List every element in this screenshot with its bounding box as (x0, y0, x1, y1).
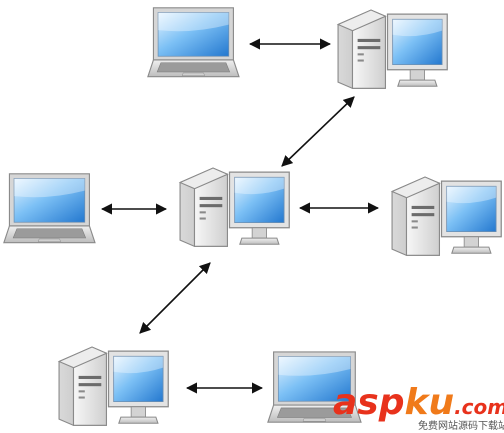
watermark-logo: aspku.com 免费网站源码下载站! (333, 382, 504, 432)
desktop-bottom-left-icon (58, 346, 169, 426)
connection-links (100, 38, 380, 394)
link-desktop-top-right-desktop-center (281, 96, 355, 167)
svg-text:aspku.com: aspku.com (333, 382, 504, 423)
watermark-asp: asp (333, 382, 405, 423)
desktop-middle-right-icon (391, 176, 502, 256)
laptop-top-icon (147, 7, 240, 78)
watermark-com: .com (454, 395, 504, 419)
watermark-ku: ku (405, 382, 455, 423)
laptop-middle-left-icon (3, 173, 96, 244)
desktop-top-right-icon (337, 9, 448, 89)
computer-nodes (3, 7, 502, 426)
link-desktop-center-desktop-bottom-left (139, 262, 211, 334)
desktop-center-icon (179, 167, 290, 247)
watermark-tagline: 免费网站源码下载站! (418, 419, 504, 432)
